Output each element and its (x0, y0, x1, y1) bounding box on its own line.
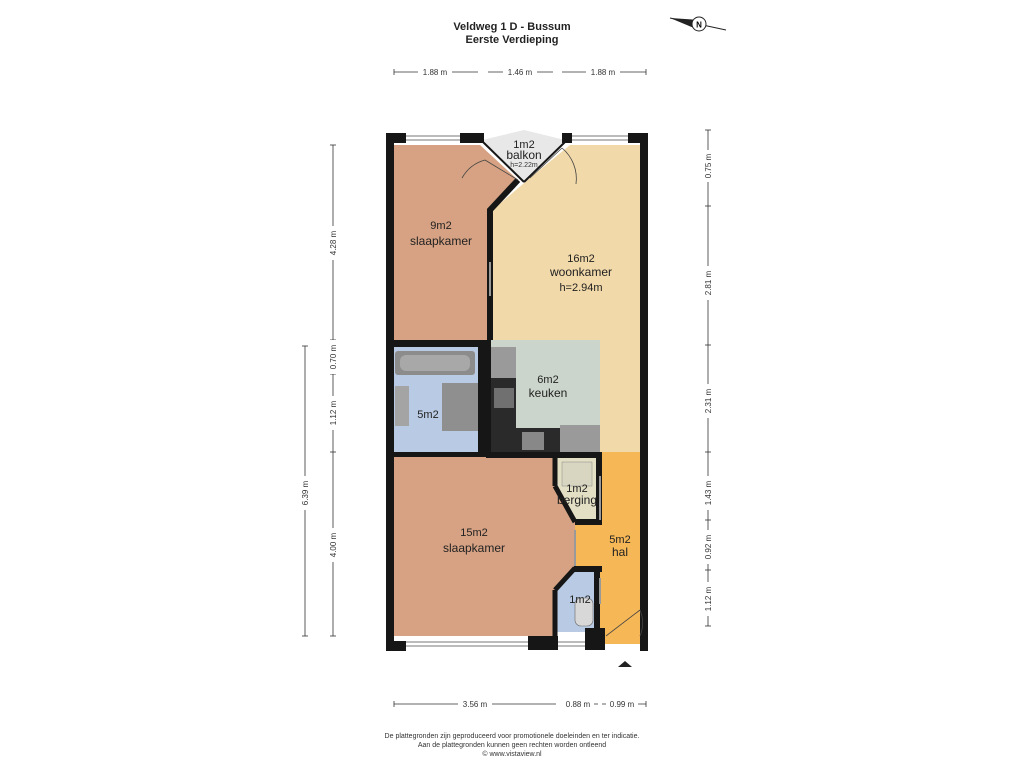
dim-right-6: 1.12 m (704, 586, 713, 611)
diagonal-walls (482, 141, 578, 636)
woonkamer-area: 16m2 (567, 253, 595, 265)
windows (406, 135, 628, 647)
balkon-name: balkon (506, 148, 541, 162)
dim-left-3: 1.12 m (329, 400, 338, 425)
living-room-area (490, 145, 646, 452)
dim-bottom-2: 0.88 m (566, 700, 591, 709)
dim-top-2: 1.46 m (508, 68, 533, 77)
dim-left-2: 0.70 m (329, 344, 338, 369)
woonkamer-name: woonkamer (549, 265, 612, 279)
badkamer-area: 5m2 (417, 409, 438, 421)
walls (386, 133, 648, 651)
dim-left-outer: 6.39 m (301, 480, 310, 505)
balcony-area (482, 130, 565, 182)
dim-right-3: 2.31 m (704, 388, 713, 413)
dim-top-3: 1.88 m (591, 68, 616, 77)
slaapkamer-bottom-area: 15m2 (460, 527, 488, 539)
plan-floor: Eerste Verdieping (465, 34, 559, 46)
plan-address: Veldweg 1 D - Bussum (453, 21, 571, 33)
dim-right-5: 0.92 m (704, 534, 713, 559)
balkon-height: h=2.22m (510, 162, 538, 169)
dim-bottom-1: 3.56 m (463, 700, 488, 709)
dim-left-1: 4.28 m (329, 230, 338, 255)
hal-area: 5m2 (609, 534, 630, 546)
berging-area: 1m2 (566, 483, 587, 495)
dim-right-1: 0.75 m (704, 153, 713, 178)
bedroom-top-area (393, 145, 518, 340)
toilet-icon (574, 597, 594, 627)
dim-left-4: 4.00 m (329, 532, 338, 557)
left-inner-dimensions (330, 144, 336, 637)
dim-bottom-3: 0.99 m (610, 700, 635, 709)
slaapkamer-bottom-name: slaapkamer (443, 541, 505, 555)
berging-name: berging (557, 493, 597, 507)
copyright-line: © www.vistaview.nl (482, 751, 542, 758)
sink-icon (395, 386, 409, 426)
dim-right-2: 2.81 m (704, 270, 713, 295)
dim-top-1: 1.88 m (423, 68, 448, 77)
keuken-area: 6m2 (537, 374, 558, 386)
hal-name: hal (612, 545, 628, 559)
disclaimer-line-2: Aan de plattegronden kunnen geen rechten… (417, 742, 607, 749)
doors (461, 147, 643, 637)
hall-area (575, 452, 646, 644)
balkon-area: 1m2 (513, 139, 534, 151)
slaapkamer-top-area: 9m2 (430, 220, 451, 232)
bedroom-bottom-area (393, 456, 575, 636)
entrance-marker-icon (618, 661, 632, 667)
disclaimer-line-1: De plattegronden zijn geproduceerd voor … (384, 733, 640, 740)
slaapkamer-top-name: slaapkamer (410, 234, 472, 248)
woonkamer-height: h=2.94m (559, 282, 602, 294)
dim-right-4: 1.43 m (704, 480, 713, 505)
keuken-name: keuken (529, 386, 568, 400)
stove-icon (522, 432, 544, 450)
compass-north-label: N (696, 21, 702, 30)
toilet-area-label: 1m2 (569, 594, 590, 606)
disclaimer-footer: De plattegronden zijn geproduceerd voor … (0, 732, 1024, 759)
compass-icon: N (669, 16, 727, 32)
